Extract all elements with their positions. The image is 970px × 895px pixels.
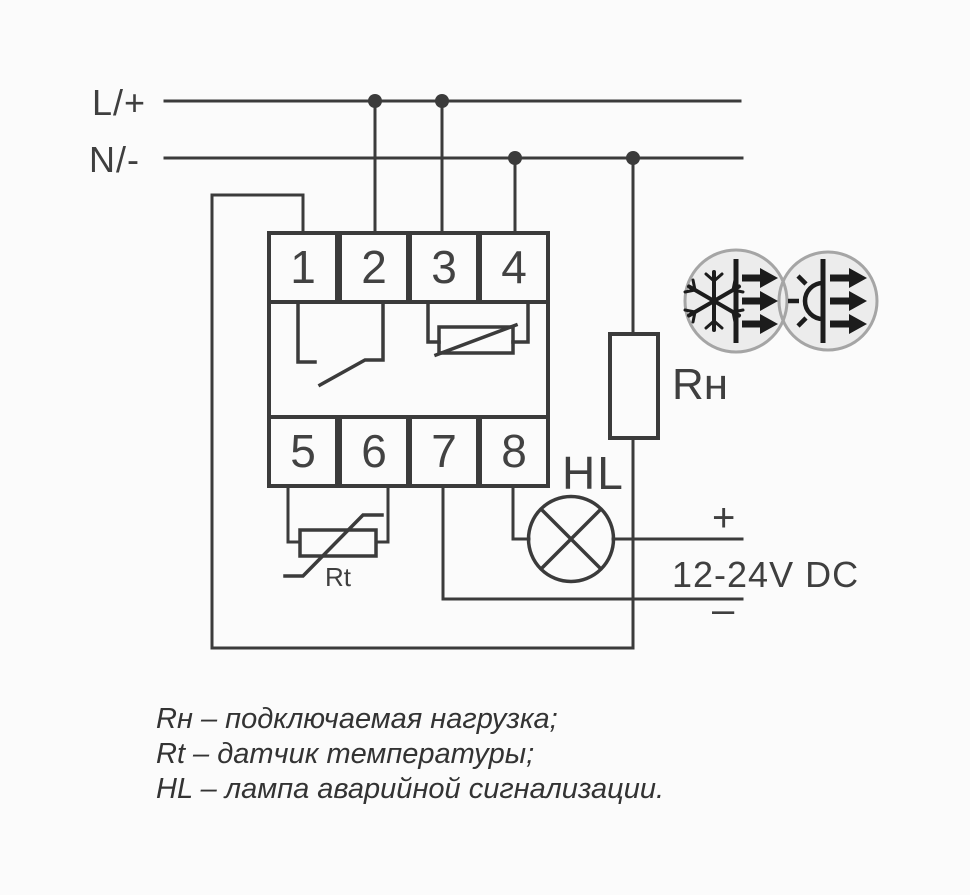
terminal7-minus-wire (441, 485, 744, 601)
snowflake-icon (683, 270, 745, 332)
terminal-6-number: 6 (361, 425, 387, 477)
load-resistor-symbol (608, 332, 660, 440)
terminal-3-number: 3 (431, 241, 457, 293)
supply-minus-label: – (712, 588, 735, 632)
supply-voltage-label: 12-24V DC (672, 554, 860, 595)
wires (163, 99, 744, 650)
heat-flow-arrows (742, 268, 778, 334)
relay-device-outline (267, 231, 550, 488)
terminal-7-number: 7 (431, 425, 457, 477)
legend-line-sensor: Rt – датчик температуры; (156, 738, 535, 770)
rail-l-label: L/+ (92, 82, 147, 123)
supply-plus-label: + (712, 496, 736, 540)
terminal8-lamp-wire (511, 485, 531, 541)
internal-element-symbol (426, 301, 530, 358)
lamp-symbol (526, 494, 616, 584)
legend-line-load: Rн – подключаемая нагрузка; (156, 703, 558, 735)
thermistor-symbol (283, 513, 384, 578)
load-label: Rн (672, 360, 729, 409)
frost-mode-icon (683, 259, 778, 343)
terminal-2-number: 2 (361, 241, 387, 293)
terminal-box-5 (267, 415, 339, 488)
lamp-label: HL (562, 447, 625, 499)
heat-flow-arrows (830, 268, 867, 334)
mode-icons (683, 248, 879, 354)
terminal5-sensor-wire (286, 485, 302, 544)
junction-dot (435, 94, 449, 108)
junction-dot (508, 151, 522, 165)
legend-line-lamp: HL – лампа аварийной сигнализации. (156, 773, 665, 805)
terminal1-loop-wire (210, 193, 635, 650)
terminal-4-number: 4 (501, 241, 527, 293)
terminal-5-number: 5 (290, 425, 316, 477)
junction-dots (368, 94, 640, 165)
rail-n-label: N/- (89, 139, 140, 180)
heat-mode-icon (788, 259, 867, 343)
device-body (267, 300, 550, 419)
relay-contact-symbol (296, 301, 385, 388)
junction-dot (626, 151, 640, 165)
junction-dot (368, 94, 382, 108)
terminal-1-number: 1 (290, 241, 316, 293)
sun-icon (788, 266, 826, 336)
sensor-label: Rt (325, 562, 351, 592)
legend: Rн – подключаемая нагрузка; Rt – датчик … (156, 702, 664, 807)
terminal6-sensor-wire (374, 485, 390, 544)
terminal-box-8 (478, 415, 550, 488)
terminal-8-number: 8 (501, 425, 527, 477)
